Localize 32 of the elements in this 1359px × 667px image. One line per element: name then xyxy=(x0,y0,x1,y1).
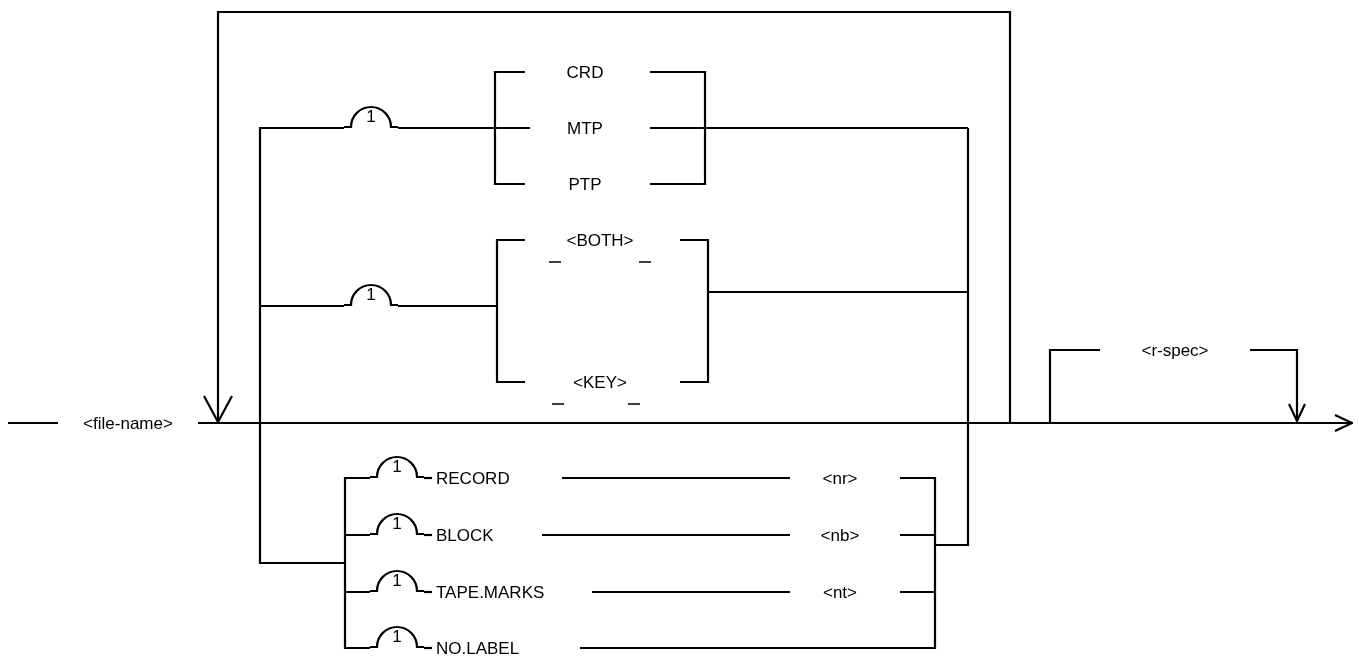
repeat-count-bump: 1 xyxy=(370,562,424,592)
syntax-term: BLOCK xyxy=(432,522,542,548)
track-line xyxy=(424,533,432,537)
track-line xyxy=(424,590,432,594)
syntax-term: <nt> xyxy=(790,579,890,605)
repeat-count-bump: 1 xyxy=(344,98,398,128)
syntax-term: <r-spec> xyxy=(1100,337,1250,363)
track-line xyxy=(424,646,432,650)
track-line xyxy=(542,533,790,537)
track-line xyxy=(8,421,58,425)
track-line xyxy=(562,476,790,480)
syntax-term: TAPE.MARKS xyxy=(432,579,592,605)
syntax-term: PTP xyxy=(530,171,640,197)
track-line xyxy=(424,476,432,480)
syntax-term: RECORD xyxy=(432,465,562,491)
syntax-term: <BOTH> xyxy=(530,227,670,253)
syntax-term: <nr> xyxy=(790,465,890,491)
syntax-term: <file-name> xyxy=(58,410,198,436)
track-line xyxy=(1048,348,1100,423)
repeat-count-bump: 1 xyxy=(370,505,424,535)
repeat-count-bump: 1 xyxy=(370,448,424,478)
syntax-term: NO.LABEL xyxy=(432,635,572,661)
syntax-term: MTP xyxy=(530,115,640,141)
syntax-term: <nb> xyxy=(790,522,890,548)
track-line xyxy=(592,590,790,594)
syntax-term: CRD xyxy=(530,59,640,85)
repeat-count-bump: 1 xyxy=(370,618,424,648)
syntax-term: <KEY> xyxy=(530,369,670,395)
arrow xyxy=(198,413,1354,433)
repeat-count-bump: 1 xyxy=(344,276,398,306)
track-line xyxy=(398,126,530,130)
arrow xyxy=(1250,348,1307,423)
